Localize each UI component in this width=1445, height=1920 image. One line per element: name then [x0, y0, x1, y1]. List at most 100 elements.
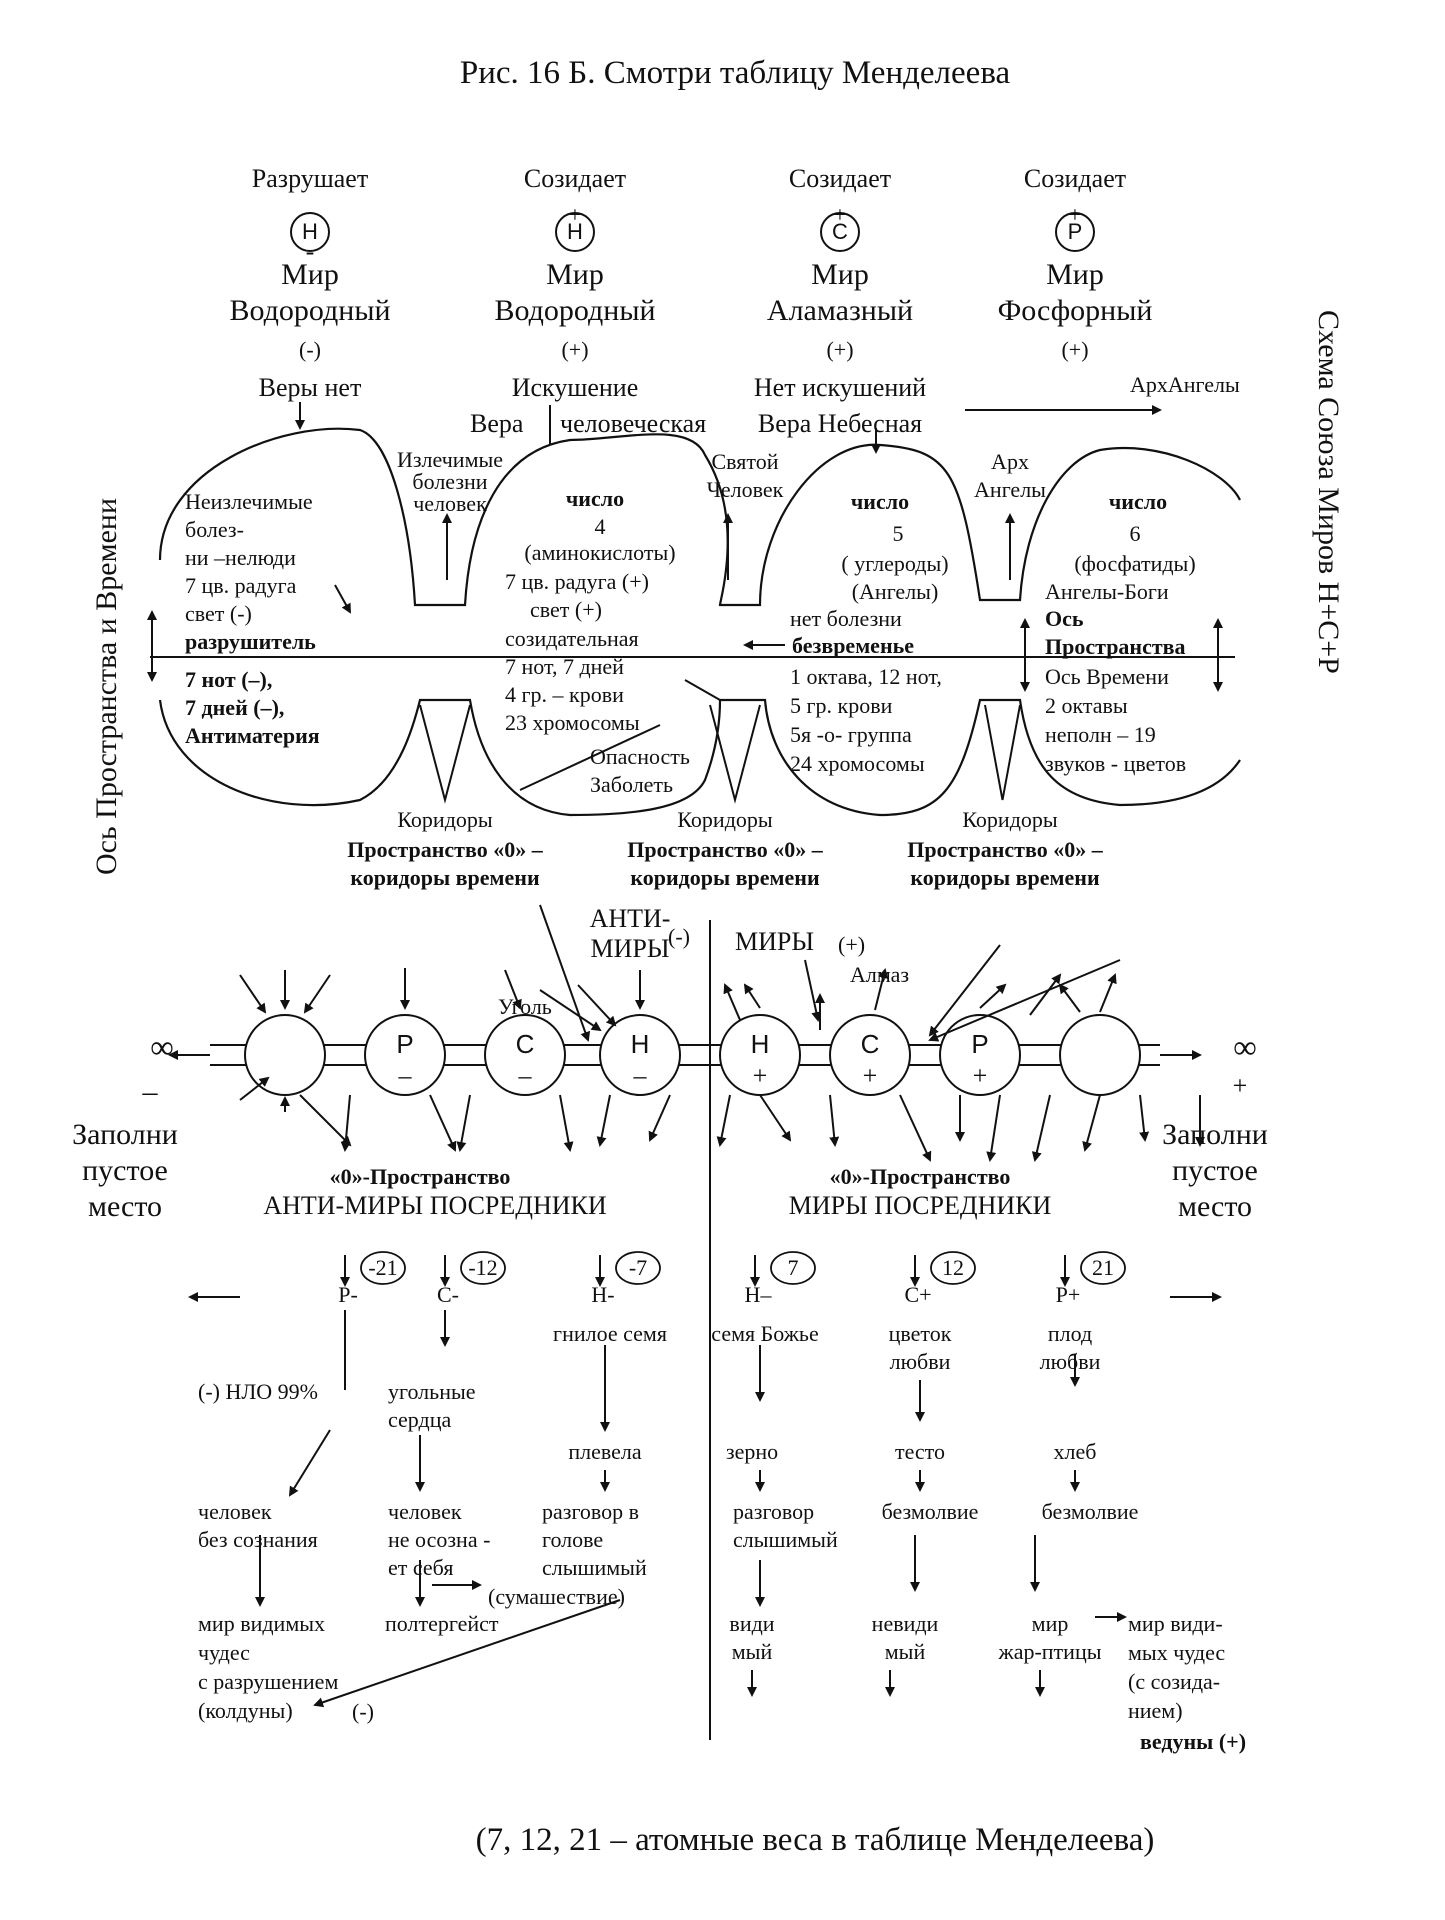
c1-row3: человек [198, 1499, 272, 1524]
side-label-right: Схема Союза Миров H+C+P [1312, 310, 1345, 674]
element-label: H- [591, 1282, 615, 1307]
chain-bead [829, 1014, 911, 1096]
arch2-text: созидательная [505, 626, 639, 651]
valley1-text: Излечимые [396, 447, 504, 472]
arch4-bold: Пространства [1045, 634, 1186, 659]
chain-bead [484, 1014, 566, 1096]
out-arrow [743, 983, 761, 1009]
arch2-text: 7 нот, 7 дней [505, 654, 624, 679]
valley1-text: человек [413, 491, 487, 516]
corridor-arrow [804, 959, 822, 1022]
c1-row3: без сознания [198, 1527, 318, 1552]
bead-symbol: C [515, 1029, 535, 1059]
bead-sign: – [518, 1061, 532, 1090]
c4-row2: зерно [725, 1439, 779, 1464]
c2-row2: сердца [388, 1407, 452, 1432]
footnote: (7, 12, 21 – атомные веса в таблице Менд… [475, 1822, 1155, 1858]
c6-row1: любви [1039, 1349, 1101, 1374]
world-name: Мир [281, 258, 339, 291]
danger-text: Опасность [590, 744, 690, 769]
down-arrow [559, 1094, 574, 1152]
world-name: Мир [546, 258, 604, 291]
corridor-arrow [539, 904, 591, 1042]
c5-row4: мый [884, 1639, 926, 1664]
arch1-text: болез- [185, 517, 244, 542]
side-label-left: Ось Пространства и Времени [90, 497, 123, 875]
world-name: Аламазный [766, 294, 914, 327]
world-polarity: (+) [1061, 337, 1089, 362]
down-arrow [716, 1094, 731, 1147]
diamond-label: Алмаз [850, 962, 910, 987]
bead-sign: + [752, 1061, 768, 1090]
in-arrow [577, 984, 617, 1027]
down-arrow [986, 1094, 1001, 1162]
out-arrow [1058, 983, 1081, 1013]
arch2-text: 23 хромосомы [505, 710, 640, 735]
c1-sign: (-) [352, 1699, 374, 1724]
arch2-text: свет (+) [530, 597, 602, 622]
arch1-text: свет (-) [185, 601, 252, 626]
worlds-sign: (+) [838, 932, 866, 957]
out-arrow [874, 968, 888, 1011]
arch3-bold: безвременье [792, 633, 915, 658]
c4-row3: разговор [733, 1499, 815, 1524]
c2-row3: человек [388, 1499, 462, 1524]
small-arrow [334, 584, 351, 614]
danger-line [684, 679, 721, 701]
c5-row1: любви [889, 1349, 951, 1374]
element-symbol: H [302, 219, 318, 244]
c5-row1: цветок [888, 1321, 952, 1346]
arch1-bold: 7 дней (–), [185, 695, 285, 720]
in-arrow [239, 1076, 270, 1101]
space0-label: Пространство «0» – [907, 837, 1103, 862]
space0-label: Пространство «0» – [627, 837, 823, 862]
weight-number: 12 [942, 1255, 964, 1280]
c2-row2: угольные [388, 1379, 476, 1404]
arch3-text: 24 хромосомы [790, 751, 925, 776]
diag-arrow [313, 1599, 621, 1708]
c1-row2: (-) НЛО 99% [198, 1379, 319, 1404]
arch4-text: неполн – 19 [1045, 722, 1156, 747]
down-arrow [1139, 1094, 1150, 1142]
down-arrow [759, 1094, 792, 1142]
arch4-bold: число [1108, 489, 1168, 514]
c4-row3: слышимый [733, 1527, 838, 1552]
world-name: Мир [811, 258, 869, 291]
down-arrow [899, 1094, 932, 1162]
infinity-left: ∞ [150, 1030, 174, 1066]
arch3-text: 5я -о- группа [790, 722, 912, 747]
valley3-text: Ангелы [974, 477, 1046, 502]
bead-sign: + [862, 1061, 878, 1090]
corridor-label: Коридоры [677, 807, 773, 832]
danger-text: Заболеть [590, 772, 674, 797]
space-anti: «0»-Пространство [329, 1164, 511, 1189]
world-sign: + [568, 202, 582, 227]
madness-label: (сумашествие) [488, 1584, 625, 1609]
world-sign: + [833, 202, 847, 227]
space0-label: коридоры времени [630, 865, 820, 890]
arch3-text: ( углероды) [841, 551, 949, 576]
down-arrow [648, 1094, 671, 1142]
in-arrow [303, 974, 331, 1014]
element-symbol: H [567, 219, 583, 244]
down-arrow [1082, 1094, 1101, 1152]
bead-symbol: H [750, 1029, 770, 1059]
c2-row3: ет себя [388, 1555, 454, 1580]
c7-row4: мир види- [1128, 1611, 1223, 1636]
c4-row4: мый [731, 1639, 773, 1664]
c3-row3: разговор в [542, 1499, 640, 1524]
element-label: P- [338, 1282, 358, 1307]
world-polarity: (+) [826, 337, 854, 362]
corridor-arrow [928, 944, 1001, 1037]
arch3-text: (Ангелы) [851, 579, 939, 604]
arch1-text: Неизлечимые [185, 489, 313, 514]
space0-label: коридоры времени [350, 865, 540, 890]
down-arrow [288, 1429, 331, 1497]
anti-worlds-label: АНТИ- [589, 904, 671, 933]
arch3-text: 5 [892, 521, 904, 546]
faith-2b-left: Вера [470, 409, 524, 438]
bead-sign: – [633, 1061, 647, 1090]
c3-row3: голове [542, 1527, 604, 1552]
fill-empty-right: место [1177, 1190, 1253, 1223]
world-polarity: (-) [299, 337, 321, 362]
